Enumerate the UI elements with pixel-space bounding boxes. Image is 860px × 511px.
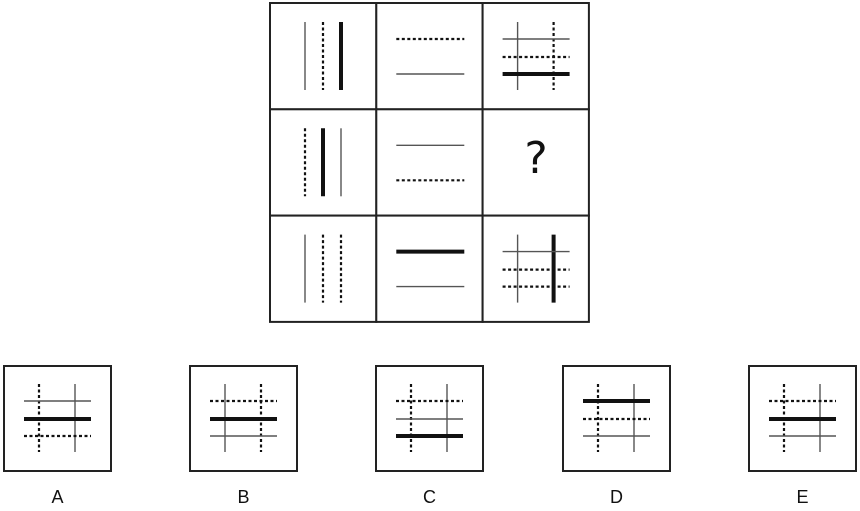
matrix-cell-border xyxy=(269,214,378,323)
option-label-c[interactable]: C xyxy=(423,487,436,507)
option-c[interactable] xyxy=(375,365,484,472)
option-label-e[interactable]: E xyxy=(796,487,809,507)
puzzle-matrix xyxy=(269,2,590,323)
matrix-cell-r1-c1 xyxy=(269,2,378,111)
missing-cell-question-mark: ? xyxy=(524,133,548,184)
matrix-cell-r2-c2 xyxy=(375,108,484,217)
option-label-a[interactable]: A xyxy=(51,487,64,507)
matrix-cell-border xyxy=(375,2,484,111)
matrix-cell-r3-c3 xyxy=(481,214,590,323)
option-label-b[interactable]: B xyxy=(237,487,250,507)
matrix-cell-r3-c2 xyxy=(375,214,484,323)
matrix-cell-r1-c3 xyxy=(481,2,590,111)
option-e[interactable] xyxy=(748,365,857,472)
matrix-cell-border xyxy=(375,214,484,323)
option-label-d[interactable]: D xyxy=(610,487,623,507)
matrix-cell-r3-c1 xyxy=(269,214,378,323)
matrix-cell-border xyxy=(375,108,484,217)
option-b[interactable] xyxy=(189,365,298,472)
option-a[interactable] xyxy=(3,365,112,472)
option-d[interactable] xyxy=(562,365,671,472)
matrix-cell-r1-c2 xyxy=(375,2,484,111)
matrix-cell-r2-c1 xyxy=(269,108,378,217)
answer-options xyxy=(3,365,857,472)
